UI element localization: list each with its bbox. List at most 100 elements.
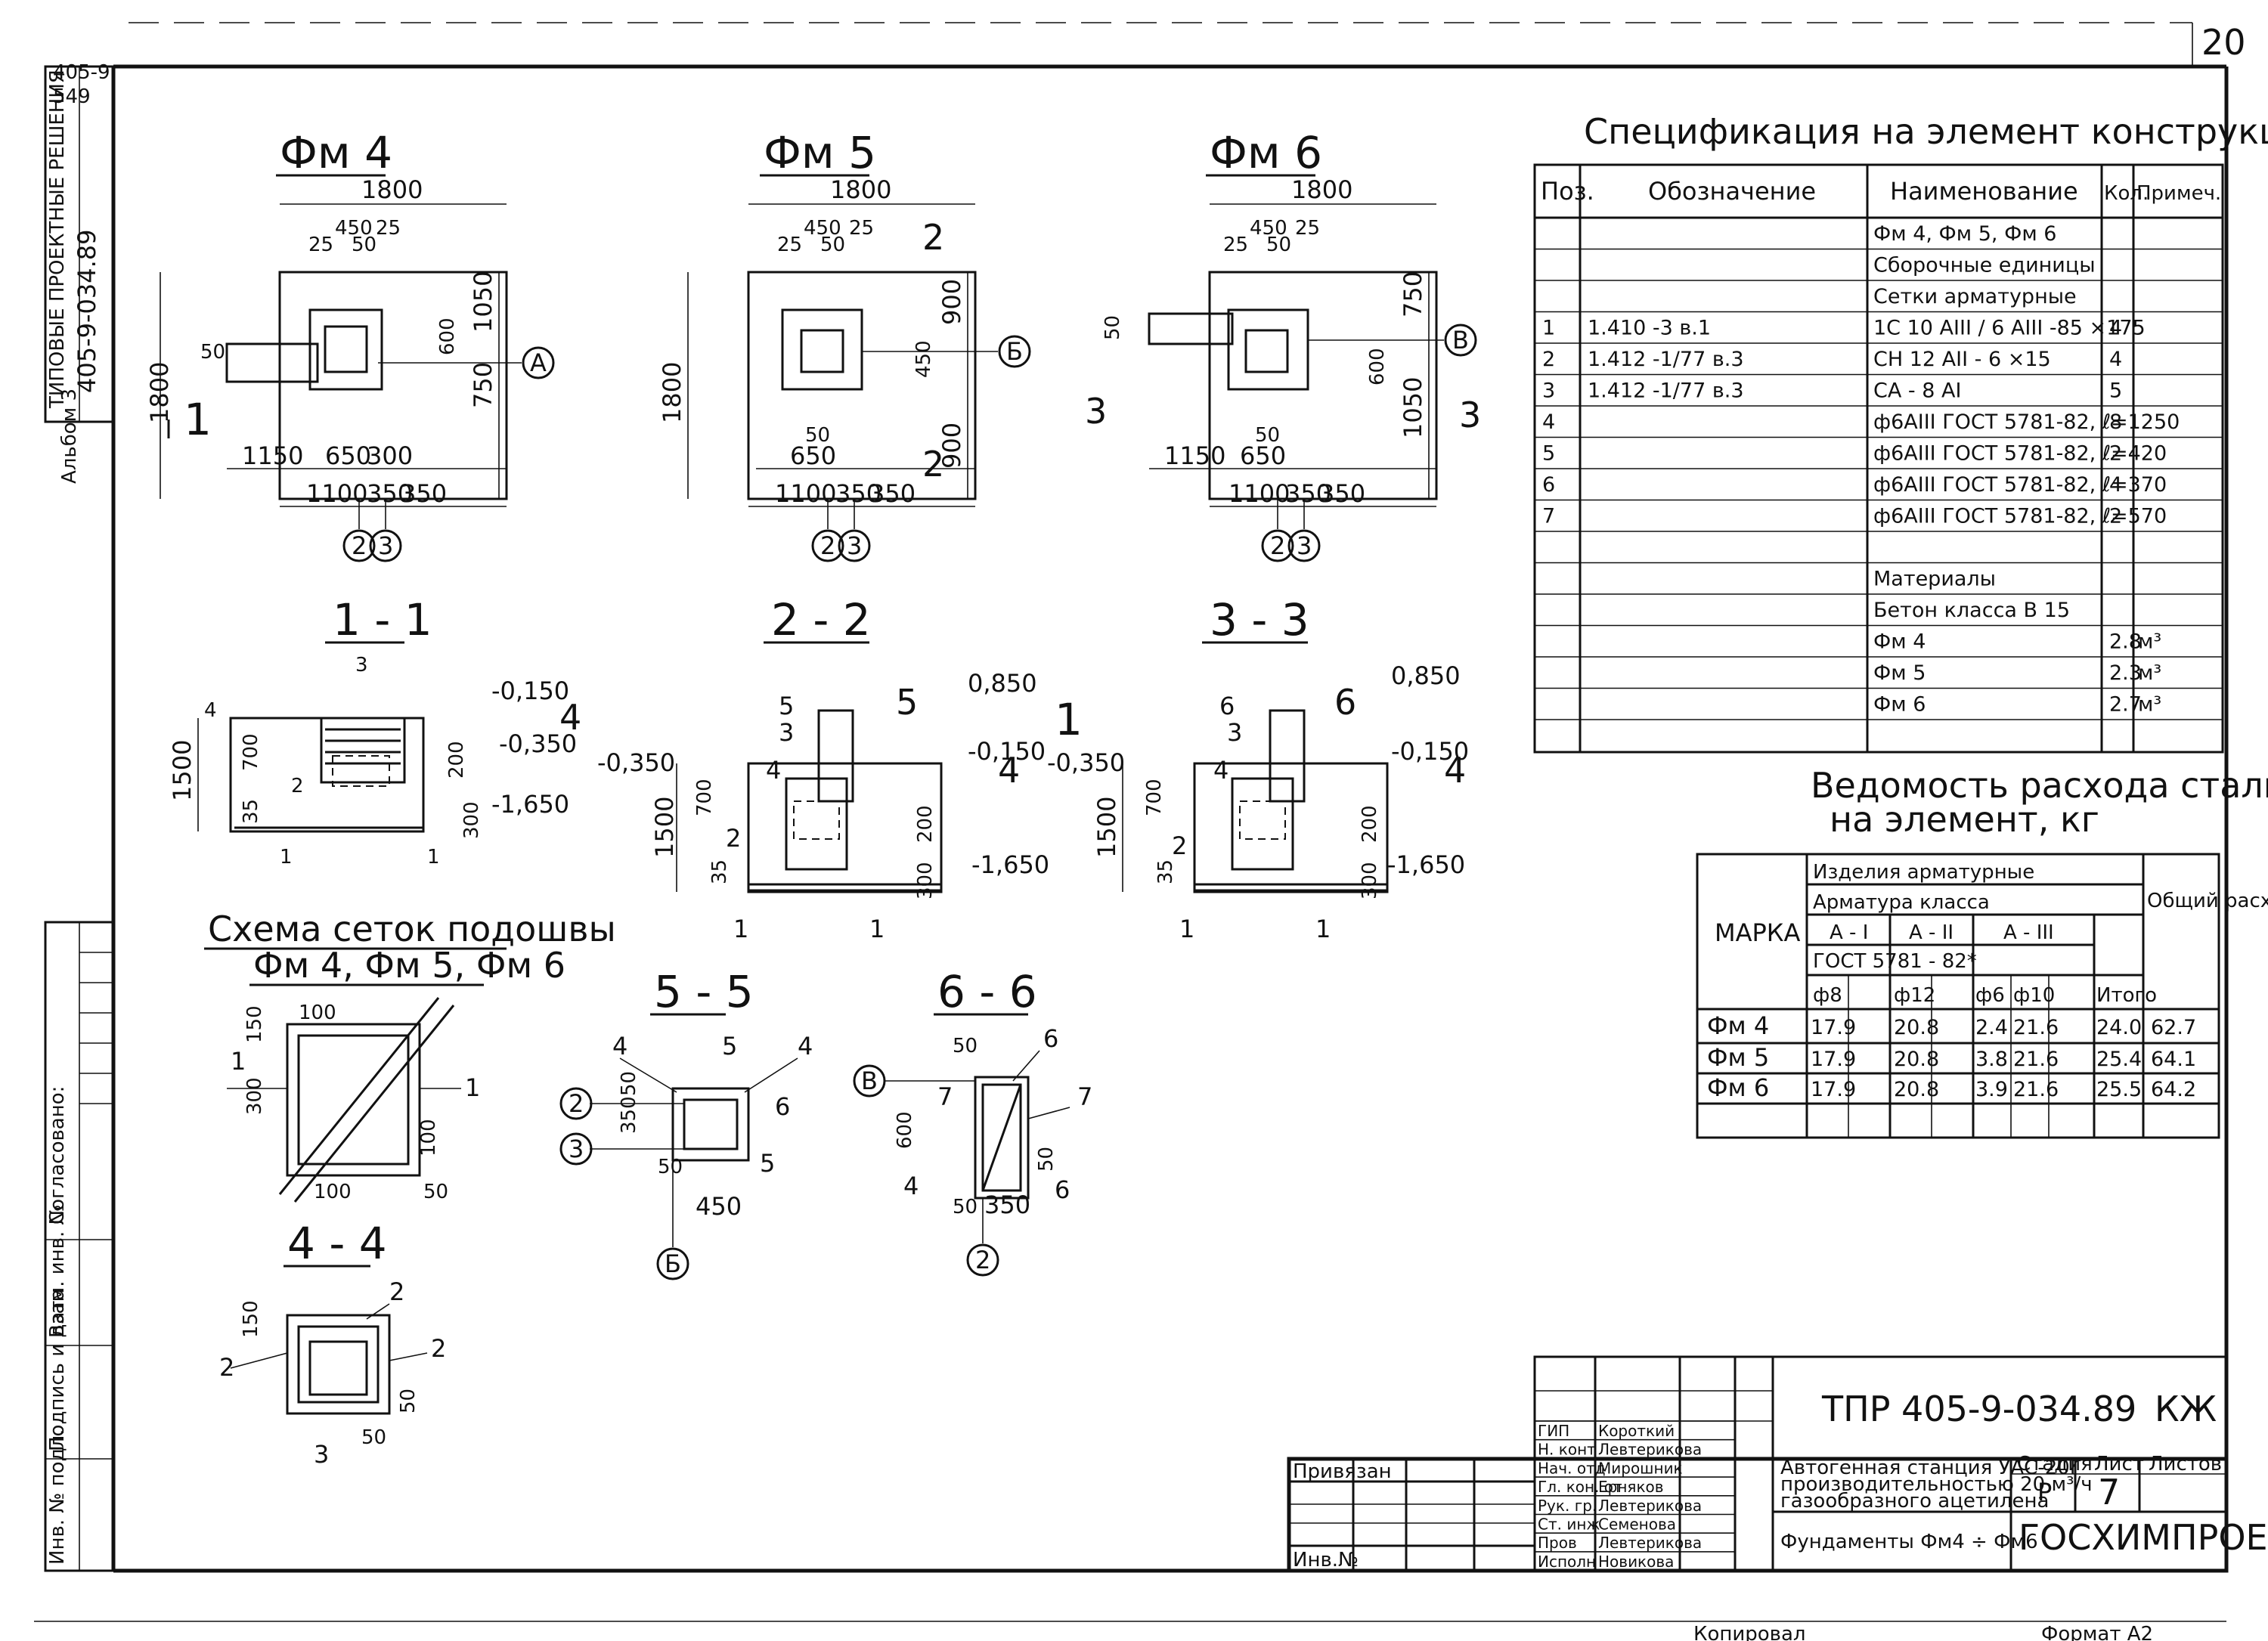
spec-cell: 4 <box>1542 410 1555 434</box>
svg-text:2: 2 <box>922 217 944 258</box>
svg-text:1800: 1800 <box>361 175 423 204</box>
spec-cell: ф6АIII ГОСТ 5781-82, ℓ=420 <box>1873 442 2167 466</box>
svg-text:Арматура класса: Арматура класса <box>1813 891 1990 914</box>
svg-text:1800: 1800 <box>1291 175 1352 204</box>
svg-text:6: 6 <box>1055 1175 1070 1204</box>
role-name: Короткий <box>1598 1422 1675 1440</box>
approval-label: Согласовано: <box>46 1086 69 1225</box>
spec-cell: Материалы <box>1873 568 1996 591</box>
axis-marker <box>1287 529 1321 562</box>
svg-text:1800: 1800 <box>658 362 686 423</box>
svg-text:2: 2 <box>726 824 741 853</box>
svg-text:3: 3 <box>314 1440 329 1469</box>
svg-text:3: 3 <box>378 531 393 560</box>
spec-title: Спецификация на элемент конструкции <box>1584 111 2268 152</box>
section-4-4: 4 - 4 150 50 50 2 2 2 3 <box>219 1218 446 1469</box>
svg-text:1150: 1150 <box>1164 441 1225 470</box>
svg-text:50: 50 <box>1255 424 1280 447</box>
svg-text:50: 50 <box>423 1181 448 1203</box>
svg-text:1: 1 <box>427 846 440 868</box>
svg-text:6: 6 <box>1219 692 1235 720</box>
stage-label: Стадия <box>2017 1453 2093 1475</box>
section-3-3: 3 - 3 1500 700 35 6 6 3 2 1 1 4 4 0,850 … <box>1047 594 1469 943</box>
svg-text:700: 700 <box>240 733 262 771</box>
svg-text:200: 200 <box>1359 805 1381 843</box>
plan-title: Фм 6 <box>1210 127 1322 178</box>
plan-fm5: Фм 5 1800 1800 450 25 25 50 900 900 450 … <box>658 127 1031 562</box>
role-label: ГИП <box>1538 1422 1569 1440</box>
svg-text:А - I: А - I <box>1830 921 1868 944</box>
svg-text:6: 6 <box>1043 1024 1058 1053</box>
svg-text:3: 3 <box>1459 395 1481 435</box>
svg-text:350: 350 <box>401 479 447 508</box>
svg-text:0,850: 0,850 <box>968 669 1037 698</box>
svg-text:50: 50 <box>1035 1147 1058 1172</box>
spec-cell: СА - 8 АI <box>1873 379 1961 403</box>
section-2-2: 2 - 2 1500 700 35 5 5 3 2 1 1 4 4 0,850 … <box>597 594 1049 943</box>
svg-text:ф8: ф8 <box>1813 984 1842 1007</box>
svg-text:100: 100 <box>299 1002 336 1024</box>
spec-cell: 5 <box>1542 442 1555 466</box>
svg-text:50: 50 <box>1266 234 1291 256</box>
role-label: Пров <box>1538 1534 1577 1552</box>
spec-cell: 2 <box>2109 505 2122 528</box>
lists-label: Листов <box>2149 1453 2222 1475</box>
axis-marker <box>966 1243 999 1277</box>
svg-text:50: 50 <box>352 234 376 256</box>
svg-text:300: 300 <box>1359 862 1381 899</box>
svg-text:700: 700 <box>1143 779 1166 816</box>
steel-cell: 20.8 <box>1894 1016 1939 1039</box>
side-label-1: Взам. инв. № <box>46 1204 69 1338</box>
svg-text:6: 6 <box>1334 682 1356 723</box>
plan-title: Фм 4 <box>280 127 392 178</box>
svg-text:3: 3 <box>1085 391 1107 432</box>
svg-text:Изделия арматурные: Изделия арматурные <box>1813 861 2034 884</box>
svg-text:4: 4 <box>1213 756 1228 785</box>
mesh-title: Схема сеток подошвы <box>208 909 616 949</box>
svg-text:600: 600 <box>436 317 459 355</box>
svg-text:600: 600 <box>894 1111 916 1149</box>
svg-text:4: 4 <box>903 1172 919 1200</box>
spec-cell: м³ <box>2138 661 2161 685</box>
role-label: Н. конт <box>1538 1441 1596 1459</box>
axis-marker <box>1261 529 1294 562</box>
role-label: Нач. отд <box>1538 1459 1606 1477</box>
spec-header-qty: Кол. <box>2104 182 2149 205</box>
role-name: Левтерикова <box>1598 1534 1702 1552</box>
role-label: Исполн <box>1538 1553 1596 1571</box>
stage-value: Р <box>2037 1478 2052 1506</box>
svg-text:50: 50 <box>361 1426 386 1449</box>
svg-text:25: 25 <box>1295 217 1320 240</box>
svg-text:350: 350 <box>367 479 413 508</box>
doc-mark: КЖ <box>2155 1389 2217 1429</box>
spec-cell: Фм 6 <box>1873 693 1926 717</box>
steel-cell: 64.1 <box>2151 1048 2196 1071</box>
steel-cell: 21.6 <box>2013 1048 2059 1071</box>
spec-cell: 1.412 -1/77 в.3 <box>1588 379 1744 403</box>
svg-text:300: 300 <box>460 801 483 839</box>
plan-fm4: Фм 4 1800 1800 450 25 25 50 50 1150 650 … <box>145 127 1083 745</box>
svg-text:Итого: Итого <box>2096 984 2157 1007</box>
svg-text:Б: Б <box>665 1249 681 1278</box>
svg-text:25: 25 <box>1223 234 1248 256</box>
svg-text:-0,350: -0,350 <box>1047 748 1125 777</box>
svg-text:2: 2 <box>569 1089 584 1118</box>
svg-text:1: 1 <box>1315 915 1331 943</box>
spec-cell: ф6АIII ГОСТ 5781-82, ℓ=370 <box>1873 473 2167 497</box>
spec-header-designation: Обозначение <box>1648 177 1816 206</box>
svg-text:5: 5 <box>896 682 918 723</box>
steel-cell: 20.8 <box>1894 1078 1939 1101</box>
corner-stamp-1: 405-9 <box>53 61 110 84</box>
axis-marker <box>522 346 555 379</box>
steel-mark-label: МАРКА <box>1715 918 1801 947</box>
mesh-subtitle: Фм 4, Фм 5, Фм 6 <box>253 945 565 986</box>
svg-text:5: 5 <box>760 1149 775 1178</box>
inv-label: Инв.№ <box>1293 1549 1359 1571</box>
svg-text:4: 4 <box>204 699 217 722</box>
mesh-scheme: Схема сеток подошвы Фм 4, Фм 5, Фм 6 1 1… <box>204 909 616 1203</box>
svg-text:150: 150 <box>240 1300 262 1338</box>
project-line-3: газообразного ацетилена <box>1780 1490 2049 1513</box>
